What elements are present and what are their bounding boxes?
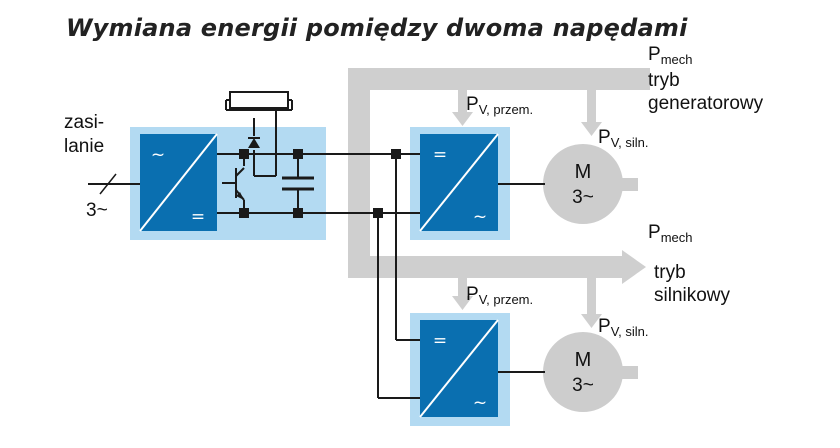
inverter-2-block: = ~ bbox=[419, 319, 499, 418]
inverter-1-block: = ~ bbox=[419, 133, 499, 232]
p-v-siln-bottom-label: PV, siln. bbox=[598, 316, 649, 339]
flow-band-top bbox=[348, 68, 650, 90]
mode-generator-line1: tryb bbox=[648, 70, 680, 91]
mode-motor-line1: tryb bbox=[654, 262, 686, 283]
p-v-przem-top-label: PV, przem. bbox=[466, 94, 533, 117]
freewheel-diode bbox=[248, 138, 260, 148]
loss-arrow-motor2-shaft bbox=[587, 278, 596, 316]
p-mech-bottom-label: Pmech bbox=[648, 222, 692, 245]
inverter-2-ac-symbol: ~ bbox=[473, 393, 487, 413]
motor-2-shaft bbox=[618, 366, 638, 379]
motor-1-shaft bbox=[618, 178, 638, 191]
loss-arrow-inverter2-shaft bbox=[458, 278, 467, 298]
supply-label-line2: lanie bbox=[64, 136, 104, 157]
transistor-emitter-arrow bbox=[236, 192, 244, 200]
motor-2-letter: M bbox=[575, 349, 592, 371]
motor-2-phases: 3~ bbox=[572, 375, 594, 396]
wiring bbox=[88, 91, 545, 399]
p-mech-top-label: Pmech bbox=[648, 44, 692, 67]
mode-motor-line2: silnikowy bbox=[654, 285, 731, 306]
inverter-1-ac-symbol: ~ bbox=[473, 207, 487, 227]
supply-label-line1: zasi- bbox=[64, 112, 104, 133]
motor-2: M 3~ bbox=[543, 332, 638, 412]
loss-arrow-motor1-head bbox=[581, 122, 602, 136]
motor-1-phases: 3~ bbox=[572, 187, 594, 208]
p-v-siln-top-label: PV, siln. bbox=[598, 127, 649, 150]
loss-arrow-inverter1-head bbox=[452, 112, 473, 126]
inverter-1-dc-symbol: = bbox=[433, 145, 447, 165]
rectifier-block: ~ = bbox=[139, 133, 218, 232]
loss-arrow-motor1-shaft bbox=[587, 90, 596, 124]
motor-2-body bbox=[543, 332, 623, 412]
p-v-przem-bottom-label: PV, przem. bbox=[466, 284, 533, 307]
motor-1-letter: M bbox=[575, 161, 592, 183]
junction-dots bbox=[239, 149, 401, 218]
rectifier-ac-symbol: ~ bbox=[151, 145, 165, 165]
diagram-title: Wymiana energii pomiędzy dwoma napędami bbox=[66, 14, 688, 42]
flow-band-bottom bbox=[348, 256, 622, 278]
flow-band-vertical bbox=[348, 68, 370, 278]
loss-arrow-inverter2-head bbox=[452, 296, 473, 310]
loss-arrow-motor2-head bbox=[581, 314, 602, 328]
power-flow-band bbox=[348, 68, 650, 328]
inverter-2-dc-symbol: = bbox=[433, 331, 447, 351]
flow-arrow-motor-mode bbox=[622, 250, 646, 284]
motor-1: M 3~ bbox=[543, 144, 638, 224]
rectifier-dc-symbol: = bbox=[191, 207, 205, 227]
mode-generator-line2: generatorowy bbox=[648, 93, 764, 114]
motor-1-body bbox=[543, 144, 623, 224]
input-phases-label: 3~ bbox=[86, 200, 108, 221]
loss-arrow-inverter1-shaft bbox=[458, 90, 467, 114]
